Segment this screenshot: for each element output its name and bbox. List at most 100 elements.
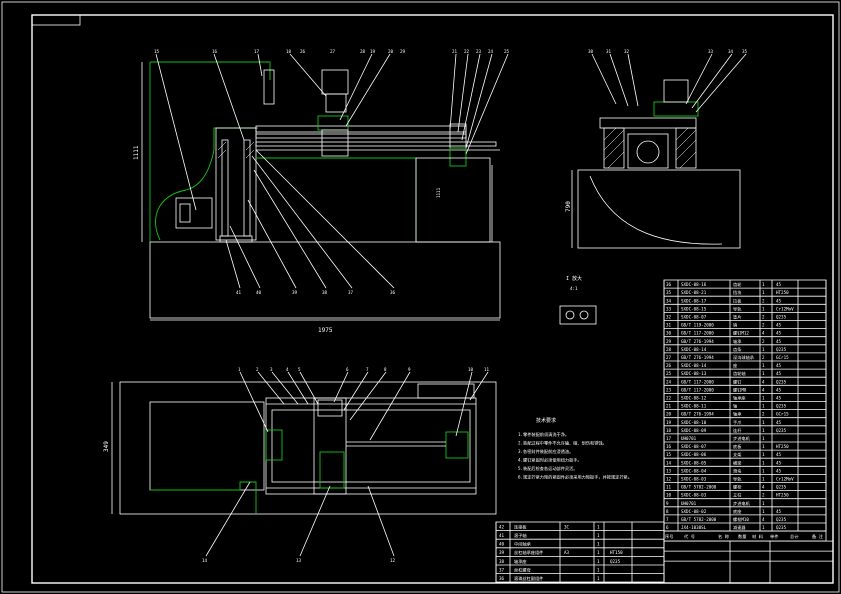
- bom-cell: 轴承: [733, 338, 742, 345]
- plan-right-motor: [445, 431, 469, 459]
- bom-cell: 45: [776, 468, 782, 473]
- plan-view: [111, 371, 497, 557]
- title-block: [663, 540, 834, 584]
- side-gear-box: [627, 133, 669, 169]
- bom-cell: SXDC-08-13: [681, 371, 707, 376]
- callout-number: 38: [322, 290, 328, 295]
- bom-cell: 45: [776, 452, 782, 457]
- side-leaders: [591, 53, 747, 113]
- bom-cell: 1: [762, 290, 765, 295]
- bom-cell: SXDC-08-03: [681, 477, 707, 482]
- bom-cell: 支架: [733, 451, 741, 458]
- callout-number: 40: [256, 290, 262, 295]
- bom-cell: 26: [666, 363, 672, 368]
- bom-left-cell: 轴承座: [514, 558, 527, 565]
- plan-top-bracket: [417, 383, 475, 399]
- side-base: [577, 169, 741, 249]
- bom-cell: 横梁: [733, 459, 742, 466]
- bom-cell: 1: [762, 363, 765, 368]
- bom-cell: 1: [762, 396, 765, 401]
- bom-cell: 35: [666, 290, 672, 295]
- bom-cell: HT250: [776, 493, 789, 498]
- bom-cell: SXDC-08-05: [681, 460, 707, 465]
- bom-cell: 1: [762, 404, 765, 409]
- bom-cell: Q235: [776, 525, 787, 530]
- bom-cell: SXDC-08-15: [681, 306, 707, 311]
- bom-cell: GB/T 117-2000: [681, 387, 714, 392]
- bom-cell: SXDC-08-10: [681, 420, 707, 425]
- bom-cell: 1: [762, 509, 765, 514]
- column-inner-right: [243, 139, 251, 237]
- callout-number: 9: [408, 367, 411, 372]
- bom-cell: Q235: [776, 379, 787, 384]
- bom-cell: 14: [666, 460, 672, 465]
- callout-number: 25: [504, 49, 510, 54]
- bom-cell: 12: [666, 477, 672, 482]
- gripper-head: [321, 69, 349, 95]
- dim-label-height: 1111: [436, 187, 441, 198]
- bom-cell: 2: [762, 298, 765, 303]
- side-leg-right: [675, 127, 697, 169]
- bom-cell: GCr15: [776, 355, 789, 360]
- bom-cell: 底板: [733, 443, 742, 450]
- bom-left-cell: 丝杠轴承座组件: [514, 549, 543, 556]
- bom-cell: 30: [666, 331, 672, 336]
- tech-req-title: 技术要求: [536, 417, 556, 424]
- side-carriage-green: [653, 101, 699, 117]
- bom-header-cell: 序号: [665, 533, 673, 540]
- bom-cell: GB/T 5782-2000: [681, 485, 717, 490]
- bom-cell: 45: [776, 363, 782, 368]
- bom-cell: 1: [762, 306, 765, 311]
- detail-hole-1: [565, 310, 575, 320]
- front-column: [215, 127, 257, 241]
- callout-number: 24: [488, 49, 494, 54]
- bom-cell: UH0701: [681, 436, 697, 441]
- callout-number: 20: [388, 49, 394, 54]
- bom-cell: 1: [762, 436, 765, 441]
- tech-req-line: 2.装配过程中零件不允许磕、碰、划伤和锈蚀。: [518, 440, 607, 447]
- bom-cell: 导轨: [733, 305, 742, 312]
- dim-label-total: 1975: [318, 327, 333, 334]
- callout-number: 4: [286, 367, 289, 372]
- callout-number: 35: [742, 49, 748, 54]
- callout-number: 12: [390, 558, 396, 563]
- tech-req-line: 1.零件装配前须清洗干净。: [518, 431, 569, 438]
- bom-cell: 导轨: [733, 476, 742, 483]
- plan-green-outline: [150, 481, 257, 514]
- detail-title: I 放大: [566, 275, 582, 282]
- bom-cell: GB/T 117-2000: [681, 331, 714, 336]
- bom-cell: Q235: [776, 404, 787, 409]
- bom-cell: 1: [762, 444, 765, 449]
- bom-header-cell: 单件: [770, 533, 778, 540]
- bom-cell: 1: [762, 282, 765, 287]
- bom-left-cell: 41: [499, 533, 505, 538]
- bom-cell: 步进电机: [733, 435, 751, 442]
- bom-cell: 16: [666, 444, 672, 449]
- bom-cell: 手爪: [733, 419, 742, 426]
- tech-req-line: 4.螺钉紧固时必须使用扭力扳手。: [518, 457, 582, 464]
- bom-cell: 29: [666, 339, 672, 344]
- bom-cell: SXDC-08-14: [681, 347, 707, 352]
- bom-cell: 螺栓M10: [733, 516, 749, 523]
- bom-cell: 1: [762, 525, 765, 530]
- bom-cell: 45: [776, 298, 782, 303]
- front-arm-low: [255, 141, 497, 147]
- bom-cell: 1: [762, 347, 765, 352]
- bom-cell: 销: [733, 322, 737, 329]
- side-leg-left: [603, 127, 625, 169]
- bom-cell: Q235: [776, 517, 787, 522]
- callout-number: 27: [330, 49, 336, 54]
- front-hatching: [217, 141, 255, 159]
- bom-cell: 45: [776, 371, 782, 376]
